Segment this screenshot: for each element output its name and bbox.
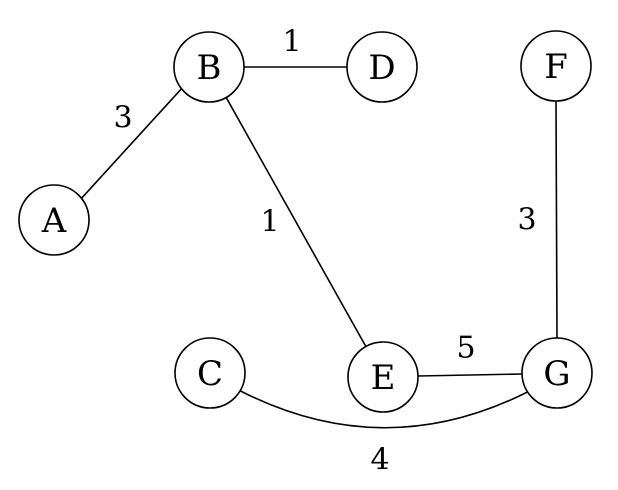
node-d[interactable]: D	[346, 31, 418, 103]
node-d-label: D	[368, 48, 395, 88]
node-e[interactable]: E	[347, 341, 419, 413]
node-a[interactable]: A	[18, 184, 90, 256]
edge-weight-b-e: 1	[260, 205, 279, 240]
edge-weight-a-b: 3	[113, 101, 132, 136]
edge-c-g	[239, 390, 529, 429]
node-f-label: F	[544, 47, 568, 87]
edges-group	[80, 66, 558, 429]
node-g-label: G	[543, 354, 570, 394]
edge-f-g	[555, 100, 558, 339]
edge-weight-f-g: 3	[517, 203, 536, 238]
node-g-circle[interactable]	[521, 337, 593, 409]
node-a-circle[interactable]	[18, 184, 90, 256]
edge-weight-b-d: 1	[282, 25, 301, 60]
edge-weight-e-g: 5	[456, 331, 475, 366]
edge-a-b	[80, 88, 183, 200]
node-d-circle[interactable]	[346, 31, 418, 103]
node-f-circle[interactable]	[520, 30, 592, 102]
node-g[interactable]: G	[521, 337, 593, 409]
node-b-circle[interactable]	[173, 31, 245, 103]
node-f[interactable]: F	[520, 30, 592, 102]
node-c-label: C	[197, 354, 223, 394]
node-e-circle[interactable]	[347, 341, 419, 413]
edge-e-g	[417, 373, 523, 377]
node-b-label: B	[197, 48, 222, 88]
nodes-group: A B C D E F G	[18, 30, 593, 413]
edge-weights-group: 3 1 1 5 3 4	[113, 25, 536, 478]
edge-weight-c-g: 4	[370, 443, 389, 478]
node-b[interactable]: B	[173, 31, 245, 103]
edge-b-e	[225, 96, 367, 348]
node-e-label: E	[371, 358, 396, 398]
node-a-label: A	[41, 201, 67, 241]
node-c-circle[interactable]	[174, 337, 246, 409]
node-c[interactable]: C	[174, 337, 246, 409]
